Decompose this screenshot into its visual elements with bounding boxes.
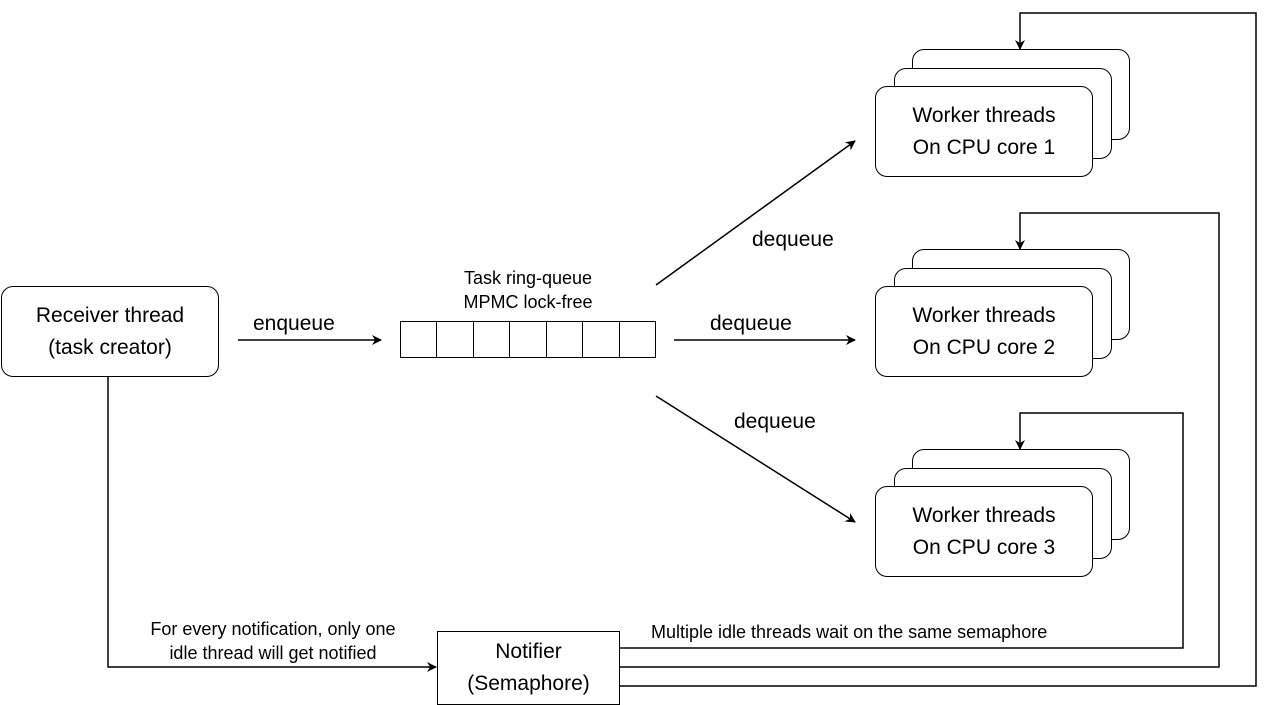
queue-slot	[547, 322, 584, 357]
receiver-line-1: Receiver thread	[35, 303, 185, 327]
queue-slot	[620, 322, 655, 357]
worker-2-line-1: Worker threads	[912, 303, 1056, 327]
worker-label-core-1: Worker threads On CPU core 1	[875, 86, 1093, 177]
worker-3-line-1: Worker threads	[912, 503, 1056, 527]
enqueue-label: enqueue	[253, 312, 335, 335]
worker-label-core-2: Worker threads On CPU core 2	[875, 286, 1093, 377]
notify-description-line-1: For every notification, only one	[150, 619, 396, 639]
notify-loop-core-2	[620, 212, 1220, 668]
notifier-label: Notifier (Semaphore)	[437, 631, 620, 705]
queue-title-line-2: MPMC lock-free	[463, 292, 593, 312]
dequeue-label-core-2: dequeue	[710, 312, 792, 335]
worker-box-core-1	[875, 86, 1093, 177]
notify-loop-core-1	[620, 12, 1257, 687]
queue-slot	[510, 322, 547, 357]
worker-box-core-2	[875, 286, 1093, 377]
receiver-thread-box	[1, 286, 219, 377]
receiver-thread-label: Receiver thread (task creator)	[1, 286, 219, 377]
dequeue-label-core-3: dequeue	[734, 410, 816, 433]
dequeue-arrow-core-1	[655, 140, 856, 286]
notifier-box	[437, 631, 620, 705]
dequeue-arrow-core-3	[655, 395, 856, 523]
notify-description: For every notification, only one idle th…	[113, 617, 433, 665]
worker-3-line-2: On CPU core 3	[912, 535, 1056, 559]
queue-slot	[401, 322, 438, 357]
receiver-line-2: (task creator)	[48, 335, 172, 359]
notify-description-line-2: idle thread will get notified	[169, 643, 377, 663]
worker-box-core-3	[875, 486, 1093, 577]
task-ring-queue	[400, 321, 656, 358]
worker-1-line-1: Worker threads	[912, 103, 1056, 127]
queue-slot	[474, 322, 511, 357]
queue-title-line-1: Task ring-queue	[463, 268, 593, 288]
queue-title: Task ring-queue MPMC lock-free	[400, 266, 656, 314]
notifier-line-1: Notifier	[495, 640, 562, 663]
receiver-to-notifier-arrow	[107, 377, 437, 672]
worker-2-line-2: On CPU core 2	[912, 335, 1056, 359]
worker-label-core-3: Worker threads On CPU core 3	[875, 486, 1093, 577]
queue-slot	[437, 322, 474, 357]
queue-slot	[583, 322, 620, 357]
wait-description: Multiple idle threads wait on the same s…	[651, 622, 1048, 642]
notify-loop-core-3	[620, 412, 1184, 649]
worker-1-line-2: On CPU core 1	[912, 135, 1056, 159]
notifier-line-2: (Semaphore)	[467, 672, 590, 695]
dequeue-label-core-1: dequeue	[752, 228, 834, 251]
